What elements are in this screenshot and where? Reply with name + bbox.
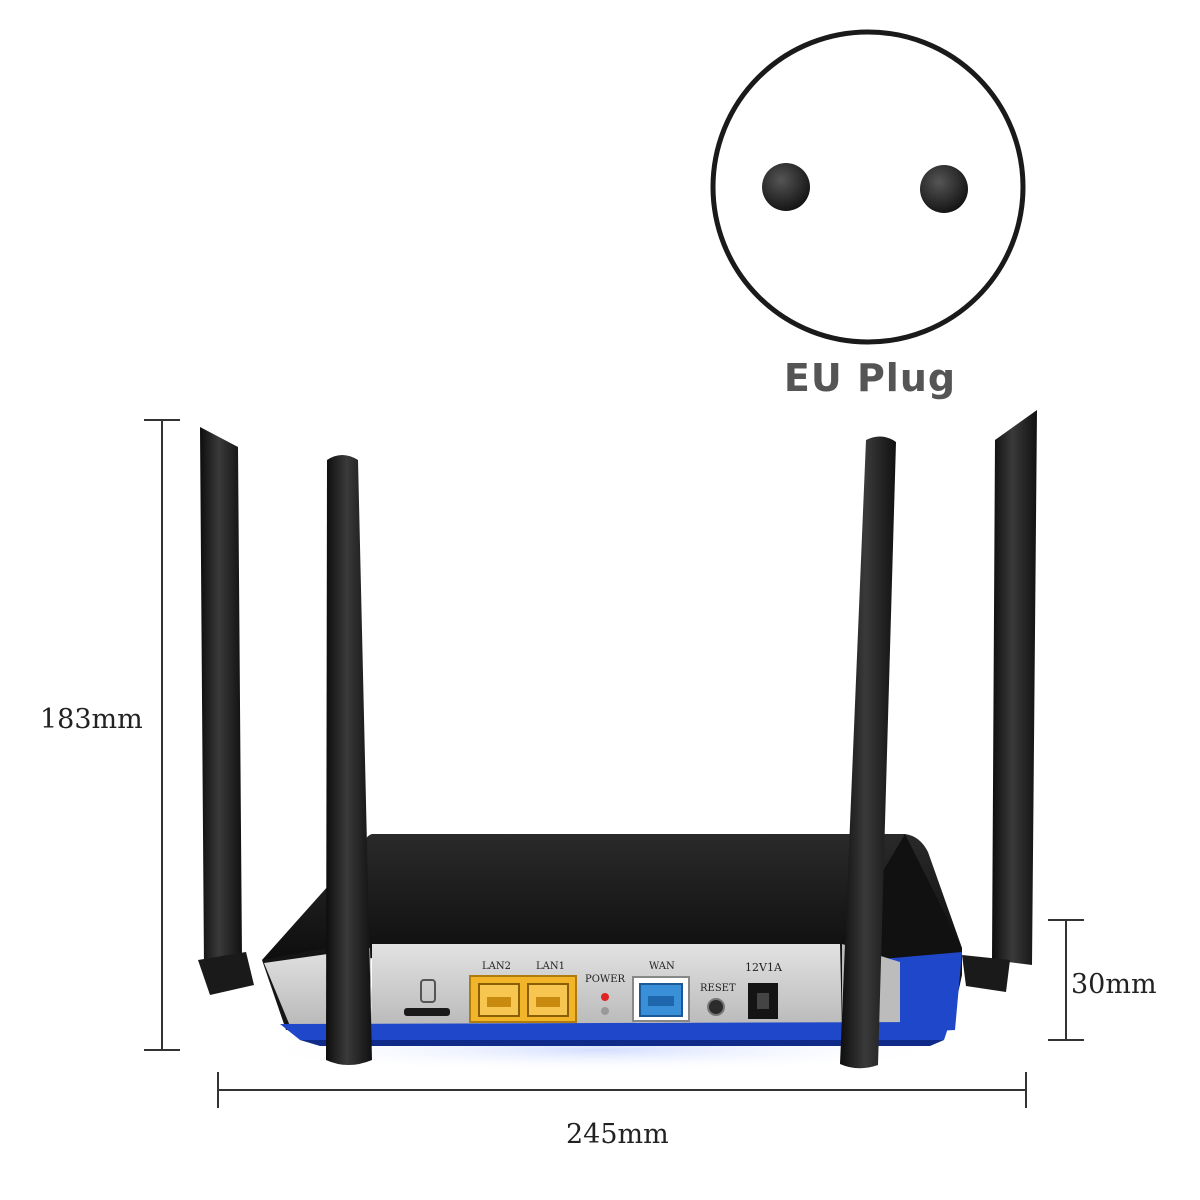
lan2-port — [478, 983, 520, 1017]
thickness-dimension: 30mm — [1071, 969, 1157, 1000]
label-dc: 12V1A — [745, 961, 782, 974]
antenna-inner-right — [840, 436, 896, 1069]
power-led-grey — [601, 1007, 609, 1015]
label-reset: RESET — [700, 983, 736, 994]
width-dimension: 245mm — [566, 1119, 669, 1150]
label-lan1: LAN1 — [536, 961, 565, 972]
lan1-port — [527, 983, 569, 1017]
port-panel — [404, 975, 778, 1023]
antenna-outer-right — [962, 410, 1037, 992]
sim-slot-icon — [420, 979, 436, 1003]
plug-pin-right — [920, 165, 968, 213]
power-led-red — [601, 993, 609, 1001]
plug-outline — [710, 29, 1026, 345]
plug-pin-left — [762, 163, 810, 211]
label-wan: WAN — [649, 961, 675, 972]
sim-slot — [404, 1008, 450, 1016]
eu-plug-illustration — [710, 29, 1026, 345]
height-dimension: 183mm — [40, 704, 143, 735]
plug-label: EU Plug — [783, 356, 957, 400]
antenna-outer-left — [198, 427, 254, 995]
dimension-lines — [144, 419, 1084, 1108]
reset-hole — [707, 998, 725, 1016]
antenna-inner-left — [326, 455, 372, 1065]
label-power: POWER — [585, 974, 626, 985]
label-lan2: LAN2 — [482, 961, 511, 972]
